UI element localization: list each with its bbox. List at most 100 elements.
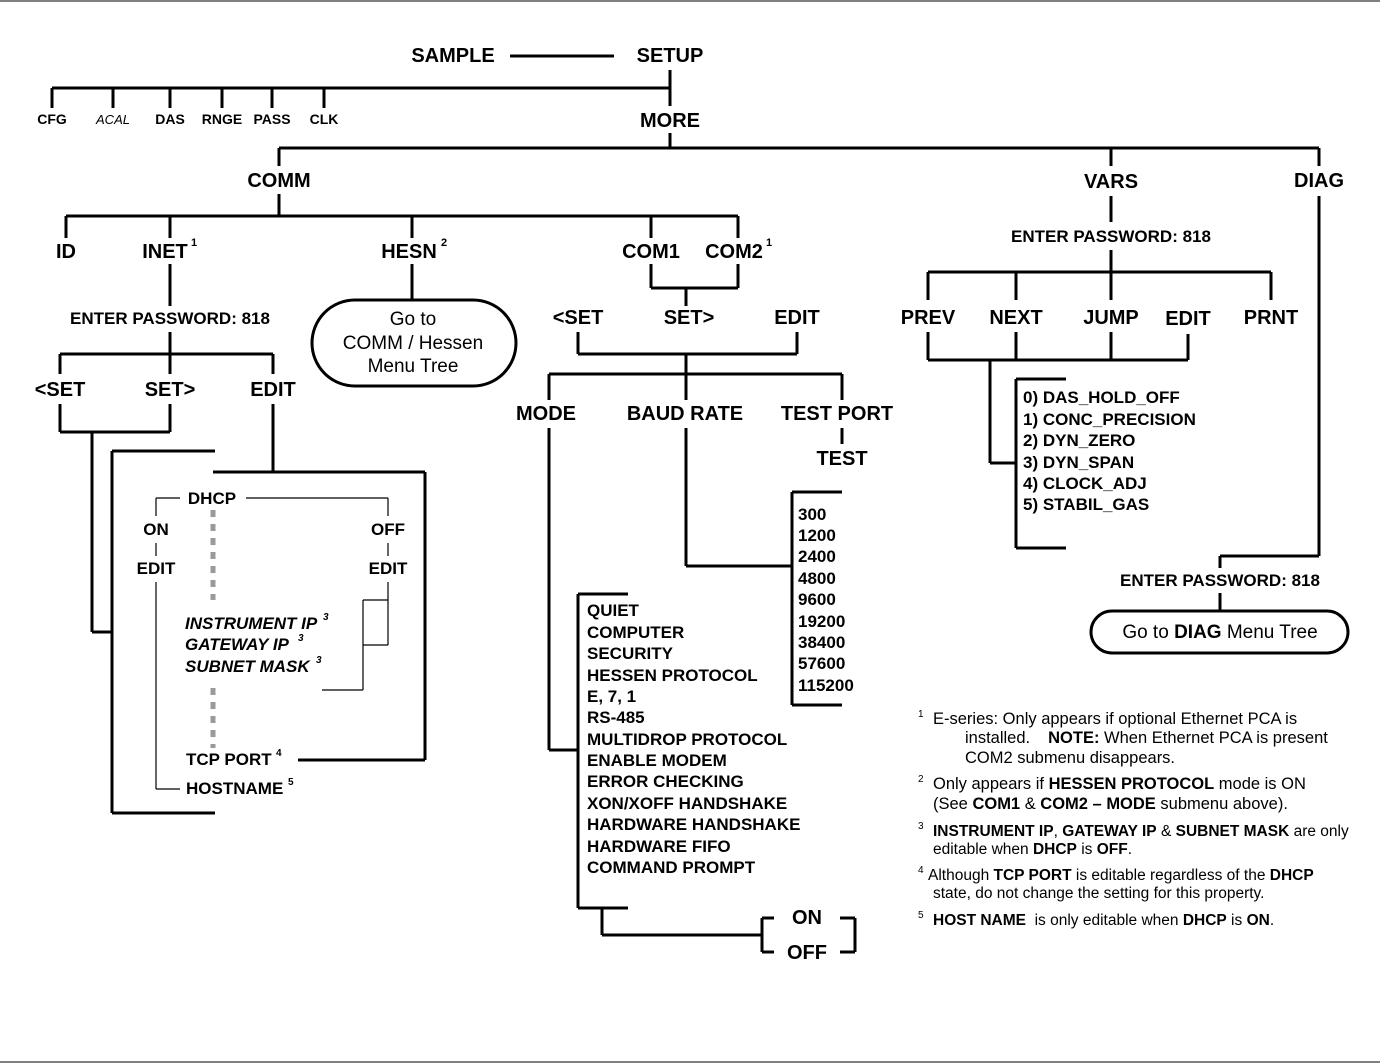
vars-prnt: PRNT (1244, 307, 1298, 329)
footnote-5-line-1: HOST NAME is only editable when DHCP is … (933, 912, 1274, 929)
footnotes: 1 E-series: Only appears if optional Eth… (918, 709, 1349, 929)
svg-text:3: 3 (316, 655, 322, 666)
vars-list: 0) DAS_HOLD_OFF 1) CONC_PRECISION 2) DYN… (1023, 388, 1196, 514)
svg-text:4: 4 (276, 748, 282, 759)
mode-item: HESSEN PROTOCOL (587, 666, 758, 685)
svg-text:5: 5 (288, 777, 294, 788)
inet-set-prev: <SET (35, 379, 86, 401)
mode-item: QUIET (587, 601, 640, 620)
mode-item: HARDWARE HANDSHAKE (587, 815, 800, 834)
baud-rate-item: 4800 (798, 569, 836, 588)
comm-label: COMM (247, 170, 310, 192)
diag-box-text: Go to DIAG Menu Tree (1122, 622, 1317, 643)
setup-item-das: DAS (155, 111, 185, 127)
baud-rate-item: 9600 (798, 590, 836, 609)
sample-label: SAMPLE (411, 45, 494, 67)
footnote-4-line-1: Although TCP PORT is editable regardless… (928, 867, 1314, 884)
baud-rate-item: 300 (798, 505, 826, 524)
mode-item: MULTIDROP PROTOCOL (587, 730, 787, 749)
vars-item: 2) DYN_ZERO (1023, 431, 1135, 450)
footnote-4-num: 4 (918, 865, 924, 876)
vars-jump: JUMP (1083, 307, 1139, 329)
vars-item: 4) CLOCK_ADJ (1023, 474, 1147, 493)
mode-on: ON (792, 907, 822, 929)
hesn-box-line-3: Menu Tree (368, 356, 459, 377)
svg-text:3: 3 (323, 612, 329, 623)
footnote-3-line-2: editable when DHCP is OFF. (933, 841, 1132, 858)
hesn-menu-tree-box (310, 298, 518, 388)
footnote-2-line-2: (See COM1 & COM2 – MODE submenu above). (933, 795, 1288, 813)
diag-menu-tree-box (1089, 609, 1350, 655)
dhcp-off: OFF (371, 520, 405, 539)
baud-rate-item: 38400 (798, 633, 845, 652)
comm-item-inet: INET (142, 241, 188, 263)
footnote-3-num: 3 (918, 821, 924, 832)
footnote-3-line-1: INSTRUMENT IP, GATEWAY IP & SUBNET MASK … (933, 823, 1349, 840)
mode-item: E, 7, 1 (587, 687, 636, 706)
baud-rate-item: 1200 (798, 526, 836, 545)
hesn-box-line-2: COMM / Hessen (343, 333, 483, 354)
baud-rate-item: 115200 (798, 676, 854, 695)
mode-item: ENABLE MODEM (587, 751, 727, 770)
instrument-ip-field: INSTRUMENT IP (185, 614, 318, 633)
inet-set-next: SET> (145, 379, 196, 401)
gateway-ip-field: GATEWAY IP (185, 635, 290, 654)
hostname-field: HOSTNAME (186, 779, 283, 798)
com2-footnote-ref: 1 (766, 237, 772, 249)
svg-text:3: 3 (298, 633, 304, 644)
com-mode: MODE (516, 403, 576, 425)
mode-item: XON/XOFF HANDSHAKE (587, 794, 787, 813)
vars-item: 1) CONC_PRECISION (1023, 410, 1196, 429)
footnote-1-line-3: COM2 submenu disappears. (965, 749, 1175, 767)
footnote-4-line-2: state, do not change the setting for thi… (933, 885, 1264, 902)
vars-item: 5) STABIL_GAS (1023, 495, 1149, 514)
comm-item-id: ID (56, 241, 76, 263)
diag-label: DIAG (1294, 170, 1344, 192)
dhcp-on-edit: EDIT (137, 559, 176, 578)
baud-rate-item: 19200 (798, 612, 845, 631)
baud-rate-item: 2400 (798, 547, 836, 566)
mode-item: COMPUTER (587, 623, 684, 642)
hesn-box-line-1: Go to (390, 309, 436, 330)
comm-item-com1: COM1 (622, 241, 680, 263)
com-set-prev: <SET (553, 307, 604, 329)
hesn-footnote-ref: 2 (441, 237, 447, 249)
dhcp-label: DHCP (188, 489, 236, 508)
mode-item: HARDWARE FIFO (587, 837, 731, 856)
com-edit: EDIT (774, 307, 820, 329)
inet-edit: EDIT (250, 379, 296, 401)
vars-prev: PREV (901, 307, 956, 329)
footnote-1-num: 1 (918, 709, 924, 720)
inet-password-prompt: ENTER PASSWORD: 818 (70, 309, 270, 328)
setup-item-pass: PASS (253, 111, 290, 127)
footnote-5-num: 5 (918, 910, 924, 921)
setup-label: SETUP (637, 45, 704, 67)
footnote-1-line-2: installed.NOTE: When Ethernet PCA is pre… (965, 729, 1328, 747)
vars-edit: EDIT (1165, 308, 1211, 330)
baud-rate-list: 300 1200 2400 4800 9600 19200 38400 5760… (798, 505, 854, 695)
footnote-1-line-1: E-series: Only appears if optional Ether… (933, 710, 1297, 728)
subnet-mask-field: SUBNET MASK (185, 657, 311, 676)
tcp-port-field: TCP PORT (186, 750, 272, 769)
setup-item-rnge: RNGE (202, 111, 242, 127)
baud-rate-item: 57600 (798, 654, 845, 673)
com-set-next: SET> (664, 307, 715, 329)
com-test-port: TEST PORT (781, 403, 893, 425)
com-test: TEST (816, 448, 867, 470)
comm-item-hesn: HESN (381, 241, 437, 263)
mode-item: ERROR CHECKING (587, 772, 744, 791)
setup-item-cfg: CFG (37, 111, 67, 127)
inet-footnote-ref: 1 (191, 237, 197, 249)
dhcp-on: ON (143, 520, 169, 539)
vars-password-prompt: ENTER PASSWORD: 818 (1011, 227, 1211, 246)
com-baud-rate: BAUD RATE (627, 403, 743, 425)
mode-item: RS-485 (587, 708, 645, 727)
vars-label: VARS (1084, 171, 1138, 193)
setup-item-clk: CLK (310, 111, 339, 127)
mode-item: COMMAND PROMPT (587, 858, 756, 877)
setup-item-acal: ACAL (95, 112, 130, 127)
more-label: MORE (640, 110, 700, 132)
footnote-2-line-1: Only appears if HESSEN PROTOCOL mode is … (933, 775, 1306, 793)
vars-item: 3) DYN_SPAN (1023, 453, 1134, 472)
